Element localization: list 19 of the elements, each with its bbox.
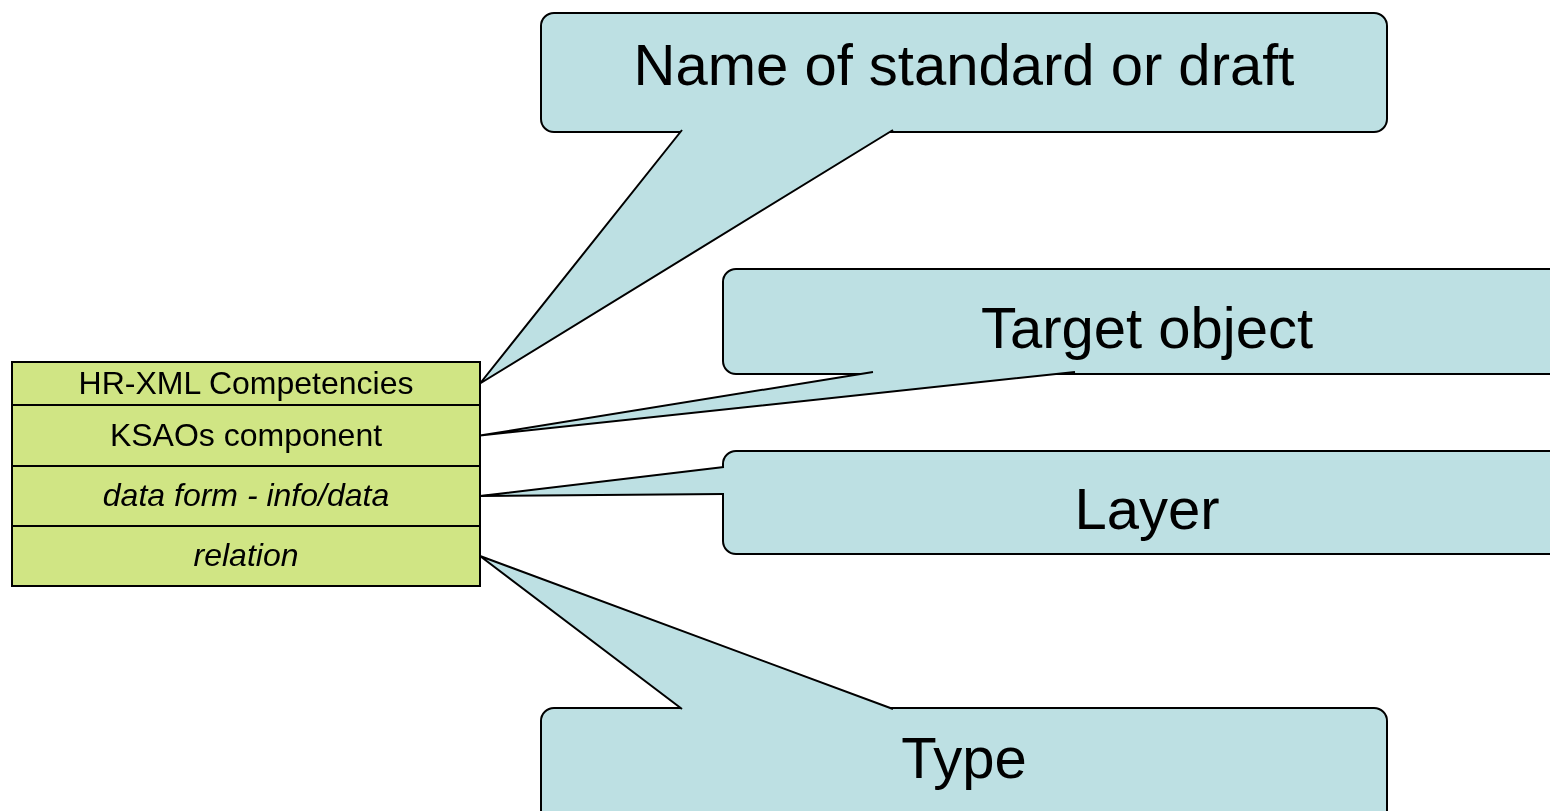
table-row <box>11 361 481 406</box>
table-row <box>11 404 481 467</box>
callout-text: Type <box>901 726 1027 790</box>
callout-box <box>540 12 1388 133</box>
table-row <box>11 465 481 527</box>
row-label: KSAOs component <box>109 417 383 454</box>
callout-box <box>722 450 1550 555</box>
callout-pointer <box>479 371 1076 437</box>
callout-text: Target object <box>980 295 1314 360</box>
row-label: relation <box>193 538 299 574</box>
callout-pointer <box>479 555 894 710</box>
callout-text: Name of standard or draft <box>633 32 1295 97</box>
callout-box <box>540 707 1388 811</box>
callout-text: Layer <box>1074 476 1220 541</box>
row-label: HR-XML Competencies <box>78 365 414 402</box>
row-label: data form - info/data <box>102 478 390 514</box>
callout-pointer <box>479 466 725 497</box>
callout-pointer <box>479 129 894 385</box>
table-row <box>11 525 481 587</box>
